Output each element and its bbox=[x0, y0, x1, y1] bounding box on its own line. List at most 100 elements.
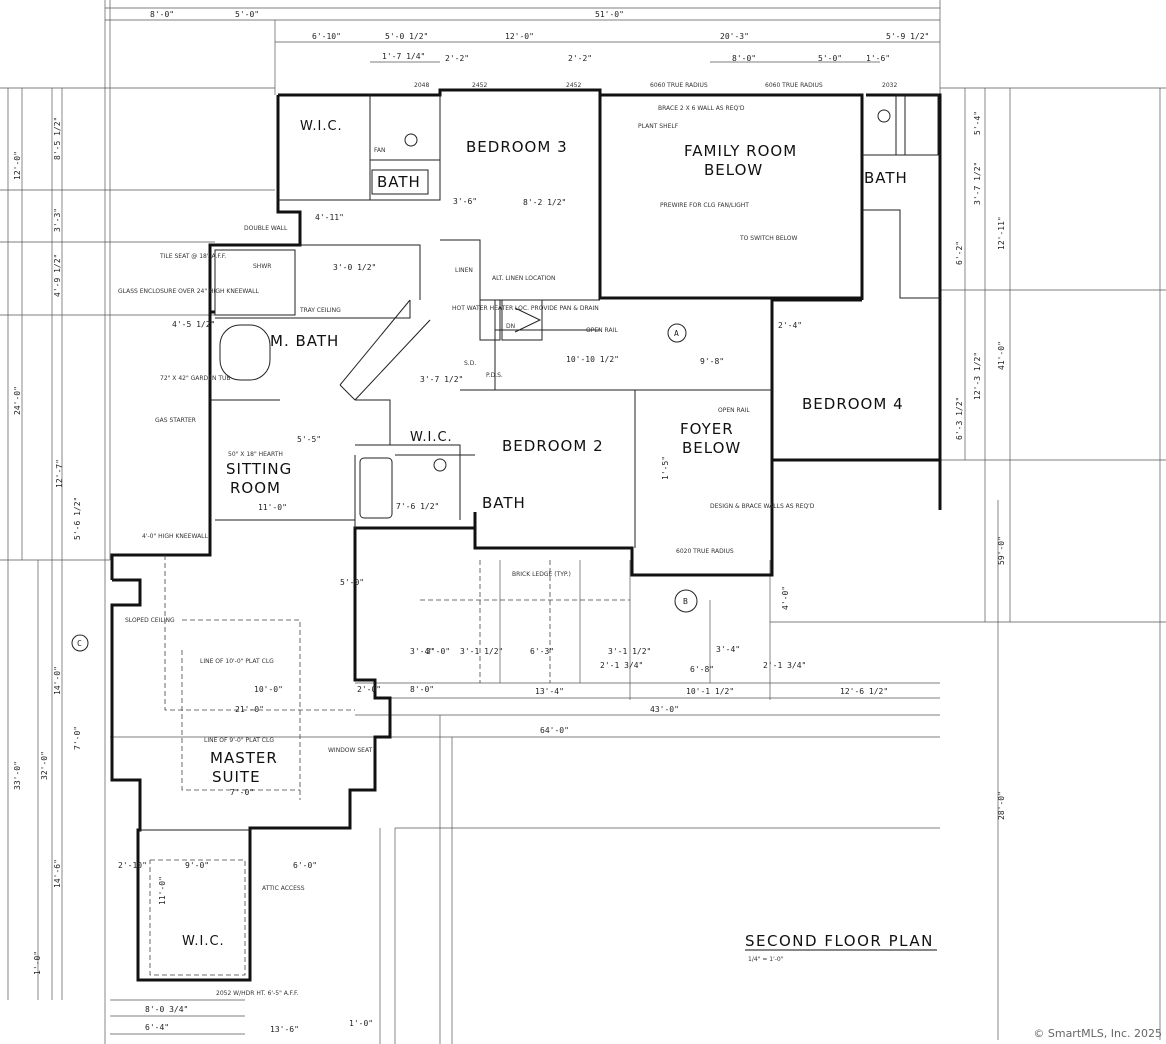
note-text: ALT. LINEN LOCATION bbox=[492, 275, 556, 282]
dim-label: 5'-5" bbox=[297, 435, 321, 444]
note-text: HOT WATER HEATER LOC. PROVIDE PAN & DRAI… bbox=[452, 305, 599, 312]
dim-label: 3'-4" bbox=[716, 645, 740, 654]
dim-label: 3'-1 1/2" bbox=[460, 647, 503, 656]
room-bedroom-2: BEDROOM 2 bbox=[502, 437, 604, 455]
dim-label: 11'-0" bbox=[258, 503, 287, 512]
window-label: 2452 bbox=[472, 82, 487, 89]
note-text: TO SWITCH BELOW bbox=[739, 235, 797, 242]
note-text: 50" X 18" HEARTH bbox=[228, 451, 283, 458]
dim-label: 3'-7 1/2" bbox=[973, 162, 982, 205]
dim-label: 13'-4" bbox=[535, 687, 564, 696]
plan-notes: OPEN RAIL BRACE 2 X 6 WALL AS REQ'D PREW… bbox=[118, 105, 815, 997]
dim-label: 5'-6 1/2" bbox=[73, 497, 82, 540]
note-text: PLANT SHELF bbox=[638, 123, 679, 130]
note-text: 6020 TRUE RADIUS bbox=[676, 548, 734, 555]
section-marker-c bbox=[71, 634, 89, 652]
dim-label: 12'-0" bbox=[505, 32, 534, 41]
note-text: TILE SEAT @ 18" A.F.F. bbox=[159, 253, 226, 260]
dim-label: 14'-6" bbox=[53, 859, 62, 888]
dim-label: 6'-10" bbox=[312, 32, 341, 41]
room-bedroom-3: BEDROOM 3 bbox=[466, 138, 568, 156]
dim-label: 41'-0" bbox=[997, 341, 1006, 370]
dim-label: 10'-1 1/2" bbox=[686, 687, 734, 696]
dim-label: 5'-0" bbox=[235, 10, 259, 19]
room-master-line1: MASTER bbox=[210, 749, 278, 767]
note-text: P.D.S. bbox=[486, 372, 503, 379]
note-text: SLOPED CEILING bbox=[125, 617, 175, 624]
note-text: OPEN RAIL bbox=[586, 327, 618, 334]
note-text: OPEN RAIL bbox=[718, 407, 750, 414]
note-text: BRACE 2 X 6 WALL AS REQ'D bbox=[658, 105, 745, 112]
dim-label: 3'-6" bbox=[453, 197, 477, 206]
ceiling-lines bbox=[149, 555, 630, 976]
note-text: FAN bbox=[374, 147, 386, 154]
dimension-labels: 8'-0" 5'-0" 51'-0" 6'-10" 5'-0 1/2" 12'-… bbox=[13, 10, 1006, 1034]
note-text: S.D. bbox=[464, 360, 476, 367]
dim-label: 8'-5 1/2" bbox=[53, 117, 62, 160]
room-sitting-line1: SITTING bbox=[226, 460, 292, 478]
interior-walls bbox=[140, 95, 940, 831]
bath-top-box bbox=[371, 169, 429, 195]
dim-label: 12'-11" bbox=[997, 216, 1006, 250]
note-text: DN bbox=[506, 323, 515, 330]
note-text: LINE OF 10'-0" PLAT CLG bbox=[200, 658, 274, 665]
plan-scale: 1/4" = 1'-0" bbox=[748, 956, 784, 963]
room-labels: W.I.C. BATH BEDROOM 3 FAMILY ROOM BELOW … bbox=[182, 119, 907, 949]
dim-label: 8'-0" bbox=[150, 10, 174, 19]
dim-label: 9'-0" bbox=[185, 861, 209, 870]
room-wic-mid: W.I.C. bbox=[410, 430, 453, 445]
room-bedroom-4: BEDROOM 4 bbox=[802, 395, 904, 413]
dim-label: 64'-0" bbox=[540, 726, 569, 735]
walls bbox=[110, 88, 942, 982]
dim-label: 6'-4" bbox=[145, 1023, 169, 1032]
note-text: WINDOW SEAT bbox=[328, 747, 373, 754]
dim-label: 3'-7 1/2" bbox=[420, 375, 463, 384]
note-text: GAS STARTER bbox=[155, 417, 196, 424]
note-text: BRICK LEDGE (TYP.) bbox=[512, 571, 571, 578]
room-sitting-line2: ROOM bbox=[230, 479, 281, 497]
dim-label: 2'-2" bbox=[568, 54, 592, 63]
dim-label: 13'-6" bbox=[270, 1025, 299, 1034]
dim-label: 11'-0" bbox=[158, 876, 167, 905]
note-text: PREWIRE FOR CLG FAN/LIGHT bbox=[660, 202, 749, 209]
note-text: ATTIC ACCESS bbox=[262, 885, 305, 892]
dim-label: 2'-2" bbox=[445, 54, 469, 63]
dim-label: 21'-0" bbox=[235, 705, 264, 714]
dim-label: 2'-1 3/4" bbox=[763, 661, 806, 670]
window-label: 6060 TRUE RADIUS bbox=[650, 82, 708, 89]
dim-label: 5'-9 1/2" bbox=[886, 32, 929, 41]
dim-label: 4'-9 1/2" bbox=[53, 254, 62, 297]
window-label: 6060 TRUE RADIUS bbox=[765, 82, 823, 89]
dim-label: 10'-10 1/2" bbox=[566, 355, 619, 364]
dim-label: 7'-0" bbox=[73, 726, 82, 750]
room-bath-top: BATH bbox=[377, 173, 421, 191]
dim-label: 2'-4" bbox=[778, 321, 802, 330]
note-text: LINEN bbox=[455, 267, 473, 274]
section-markers: A B C bbox=[71, 323, 698, 652]
copyright-notice: © SmartMLS, Inc. 2025 bbox=[1033, 1027, 1162, 1040]
dim-label: 3'-0" bbox=[426, 647, 450, 656]
dim-label: 51'-0" bbox=[595, 10, 624, 19]
dim-label: 6'-2" bbox=[955, 241, 964, 265]
room-family-room-line2: BELOW bbox=[704, 161, 763, 179]
dim-label: 6'-3" bbox=[530, 647, 554, 656]
dim-label: 1'-6" bbox=[866, 54, 890, 63]
dim-label: 24'-0" bbox=[13, 386, 22, 415]
dim-label: 1'-0" bbox=[349, 1019, 373, 1028]
dim-label: 1'-7 1/4" bbox=[382, 52, 425, 61]
dim-label: 7'-0" bbox=[230, 788, 254, 797]
room-master-line2: SUITE bbox=[212, 768, 261, 786]
section-marker-b bbox=[674, 589, 698, 613]
dim-label: 6'-8" bbox=[690, 665, 714, 674]
dim-label: 3'-0 1/2" bbox=[333, 263, 376, 272]
dim-label: 3'-1 1/2" bbox=[608, 647, 651, 656]
dim-label: 4'-0" bbox=[781, 586, 790, 610]
room-m-bath: M. BATH bbox=[270, 332, 339, 350]
dim-label: 2'-0" bbox=[357, 685, 381, 694]
dim-label: 28'-0" bbox=[997, 791, 1006, 820]
section-label-c: C bbox=[77, 639, 82, 648]
note-text: 4'-0" HIGH KNEEWALL bbox=[142, 533, 209, 540]
dim-label: 2'-1 3/4" bbox=[600, 661, 643, 670]
dim-label: 12'-0" bbox=[13, 151, 22, 180]
dim-label: 12'-3 1/2" bbox=[973, 352, 982, 400]
